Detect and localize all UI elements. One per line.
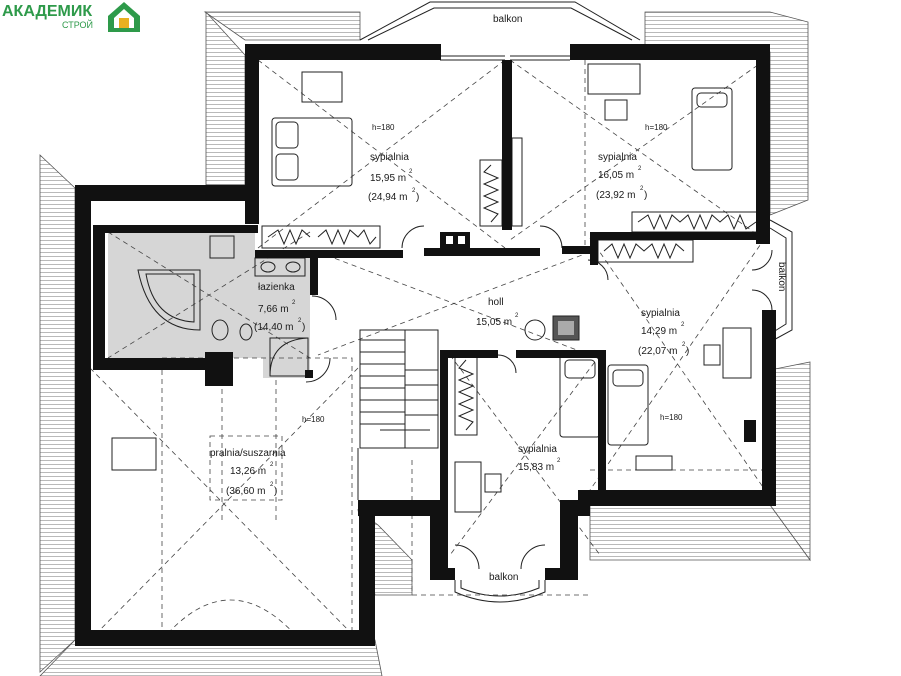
area-sup-laundry: 2 xyxy=(270,462,274,468)
height-mark-laundry: h=180 xyxy=(302,415,325,424)
total-sup-bed-nw: 2 xyxy=(412,188,416,194)
balcony-top-label: balkon xyxy=(493,14,522,25)
room-label-hall: holl 15,05 m 2 xyxy=(476,297,519,328)
room-label-bed-nw: sypialnia 15,95 m 2 (24,94 m 2 ) h=180 xyxy=(368,123,419,203)
room-area-bed-e: 14,29 m xyxy=(641,326,677,337)
staircase xyxy=(357,329,439,500)
room-total-laundry: (36,60 m xyxy=(226,486,265,497)
brand-name: АКАДЕМИК xyxy=(2,3,92,20)
total-close-bath: ) xyxy=(302,322,305,333)
room-label-laundry: pralnia/suszarnia 13,26 m 2 (36,60 m 2 )… xyxy=(210,415,325,497)
height-mark-bed-nw: h=180 xyxy=(372,123,395,132)
hall-features xyxy=(440,232,580,341)
total-close-laundry: ) xyxy=(274,486,277,497)
room-area-bed-ne: 16,05 m xyxy=(598,170,634,181)
height-mark-bed-ne: h=180 xyxy=(645,123,668,132)
area-sup-bed-e: 2 xyxy=(681,322,685,328)
room-label-bed-s: sypialnia 15,83 m 2 xyxy=(518,444,561,473)
total-close-bed-nw: ) xyxy=(416,192,419,203)
balcony-bottom-label: balkon xyxy=(489,572,518,583)
door-swings xyxy=(305,225,773,570)
total-close-bed-ne: ) xyxy=(644,190,647,201)
room-label-bath: łazienka 7,66 m 2 (14,40 m 2 ) xyxy=(254,282,305,333)
room-total-bath: (14,40 m xyxy=(254,322,293,333)
total-sup-laundry: 2 xyxy=(270,482,274,488)
balcony-right-label: balkon xyxy=(776,262,787,291)
room-name-bed-s: sypialnia xyxy=(518,444,557,455)
balcony-top xyxy=(359,1,641,41)
area-sup-bath: 2 xyxy=(292,300,296,306)
total-sup-bath: 2 xyxy=(298,318,302,324)
room-name-laundry: pralnia/suszarnia xyxy=(210,448,286,459)
area-sup-bed-s: 2 xyxy=(557,458,561,464)
room-area-bath: 7,66 m xyxy=(258,304,289,315)
room-area-hall: 15,05 m xyxy=(476,317,512,328)
bathroom-fixtures xyxy=(137,235,309,386)
brand-sub: СТРОЙ xyxy=(62,19,93,30)
total-sup-bed-ne: 2 xyxy=(640,186,644,192)
room-total-bed-ne: (23,92 m xyxy=(596,190,635,201)
room-name-bed-e: sypialnia xyxy=(641,308,680,319)
height-mark-bed-e: h=180 xyxy=(660,413,683,422)
room-total-bed-e: (22,07 m xyxy=(638,346,677,357)
room-name-bed-ne: sypialnia xyxy=(598,152,637,163)
area-sup-bed-ne: 2 xyxy=(638,166,642,172)
total-close-bed-e: ) xyxy=(686,346,689,357)
brand-logo: АКАДЕМИК СТРОЙ xyxy=(2,2,140,32)
room-total-bed-nw: (24,94 m xyxy=(368,192,407,203)
balcony-right xyxy=(769,219,793,343)
house-icon xyxy=(108,2,140,32)
bathroom-floor xyxy=(108,232,310,378)
room-label-bed-e: sypialnia 14,29 m 2 (22,07 m 2 ) h=180 xyxy=(638,308,689,422)
furniture xyxy=(111,55,752,513)
walls xyxy=(75,44,776,646)
balcony-bottom xyxy=(454,580,546,603)
total-sup-bed-e: 2 xyxy=(682,342,686,348)
area-sup-bed-nw: 2 xyxy=(409,169,413,175)
room-diagonals xyxy=(89,59,770,641)
room-area-bed-nw: 15,95 m xyxy=(370,173,406,184)
room-name-bed-nw: sypialnia xyxy=(370,152,409,163)
room-label-bed-ne: sypialnia 16,05 m 2 (23,92 m 2 ) h=180 xyxy=(596,123,668,201)
room-name-bath: łazienka xyxy=(258,282,295,293)
room-area-bed-s: 15,83 m xyxy=(518,462,554,473)
room-area-laundry: 13,26 m xyxy=(230,466,266,477)
room-name-hall: holl xyxy=(488,297,504,308)
area-sup-hall: 2 xyxy=(515,313,519,319)
